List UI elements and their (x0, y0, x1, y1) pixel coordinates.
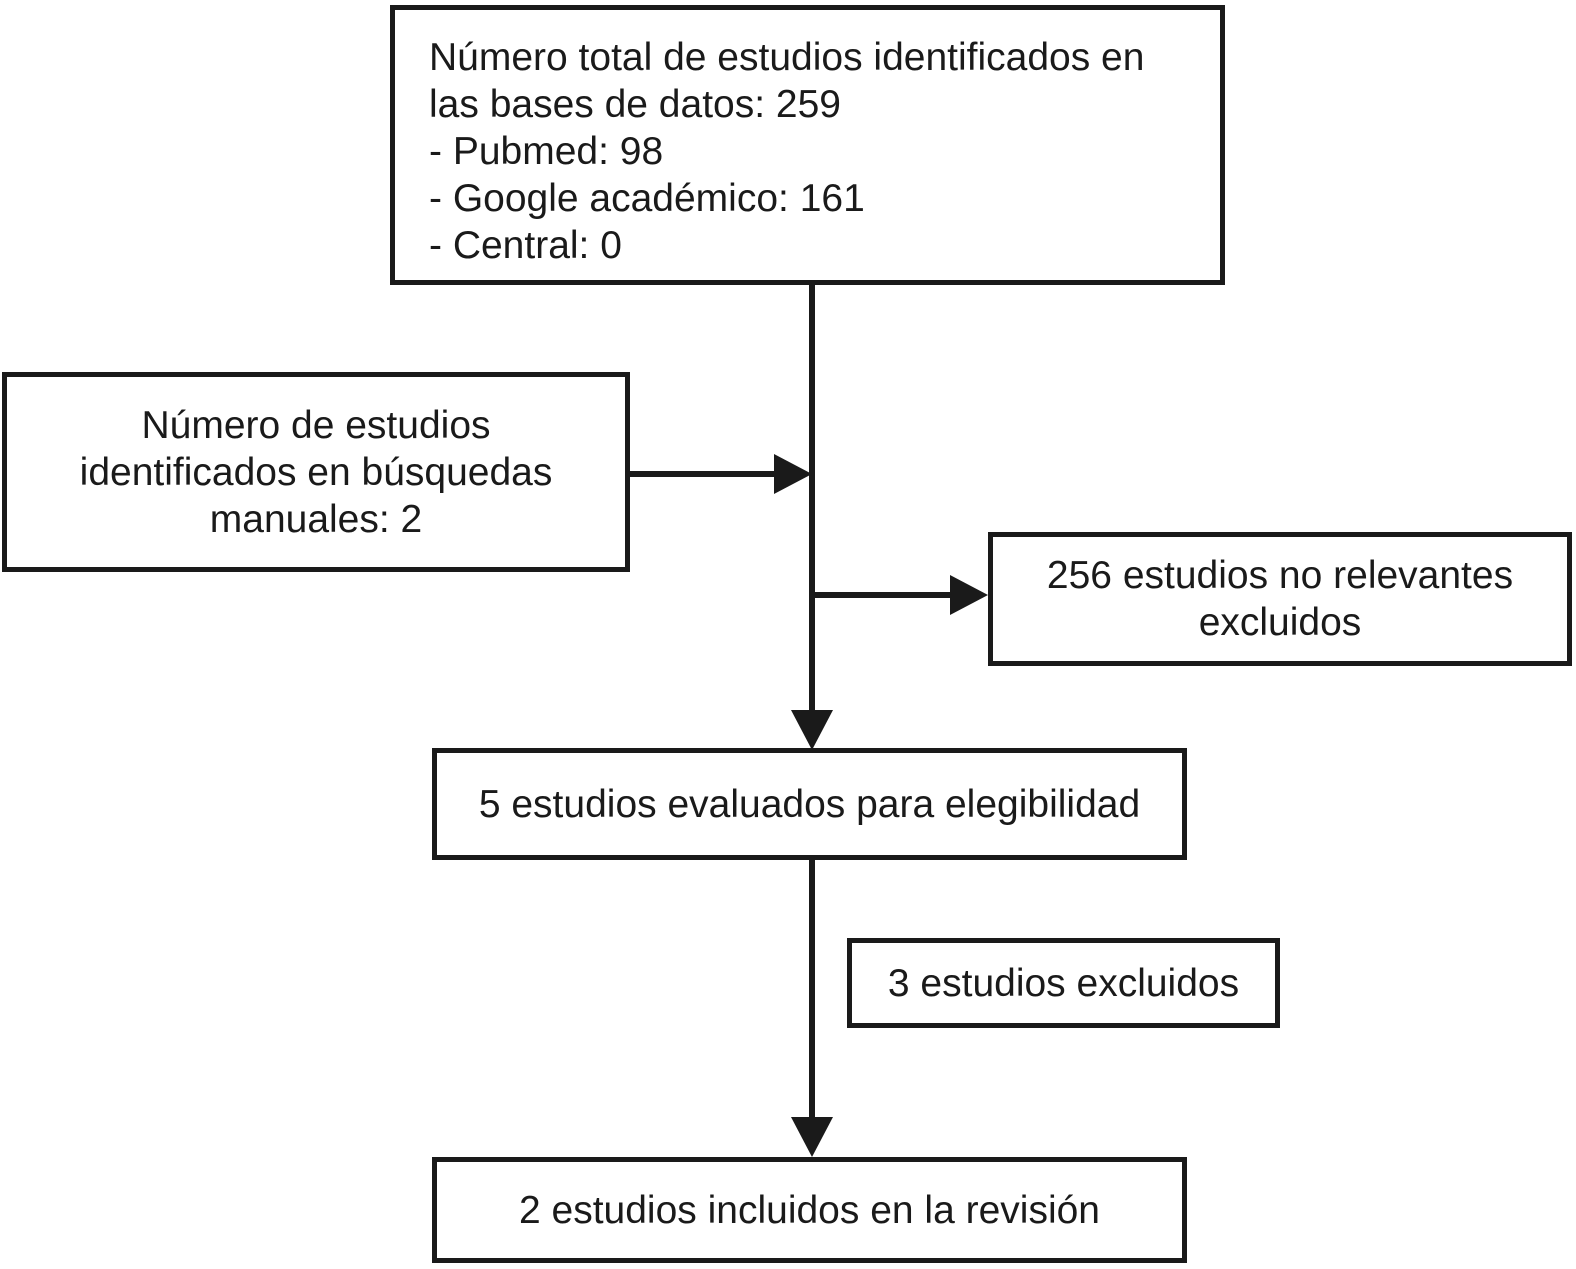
right-arrowhead-manual-to-main (774, 454, 812, 494)
box-eligibility-line-1: 5 estudios evaluados para elegibilidad (478, 782, 1141, 826)
box-included-line-1: 2 estudios incluidos en la revisión (518, 1188, 1100, 1232)
connector-manual-to-main (628, 471, 778, 477)
box-not-relevant-excluded-line-2: excluidos (1198, 601, 1362, 644)
down-arrowhead-into-included (791, 1117, 833, 1157)
right-arrowhead-into-excluded256 (950, 575, 988, 615)
box-manual-searches-line-2: identificados en búsquedas (79, 450, 553, 494)
connector-main-to-excluded256 (812, 592, 952, 598)
box-manual-searches: Número de estudios identificados en búsq… (2, 372, 630, 572)
box-identified-databases-line-5: - Central: 0 (429, 224, 622, 267)
box-not-relevant-excluded: 256 estudios no relevantes excluidos (988, 532, 1572, 666)
box-excluded-line-1: 3 estudios excluidos (887, 961, 1240, 1005)
box-not-relevant-excluded-line-1: 256 estudios no relevantes (1046, 554, 1514, 597)
box-identified-databases-line-4: - Google académico: 161 (429, 177, 865, 220)
box-identified-databases-line-1: Número total de estudios identificados e… (429, 36, 1145, 79)
box-eligibility: 5 estudios evaluados para elegibilidad (432, 748, 1187, 860)
box-manual-searches-line-3: manuales: 2 (209, 497, 423, 541)
box-identified-databases: Número total de estudios identificados e… (390, 5, 1225, 285)
box-excluded: 3 estudios excluidos (847, 938, 1280, 1028)
box-manual-searches-line-1: Número de estudios (141, 403, 491, 447)
box-identified-databases-line-3: - Pubmed: 98 (429, 130, 664, 173)
connector-eligibility-to-included (809, 858, 815, 1118)
down-arrowhead-into-eligibility (791, 710, 833, 750)
box-included: 2 estudios incluidos en la revisión (432, 1157, 1187, 1263)
connector-identified-to-eligibility (809, 283, 815, 711)
box-identified-databases-line-2: las bases de datos: 259 (429, 83, 841, 126)
